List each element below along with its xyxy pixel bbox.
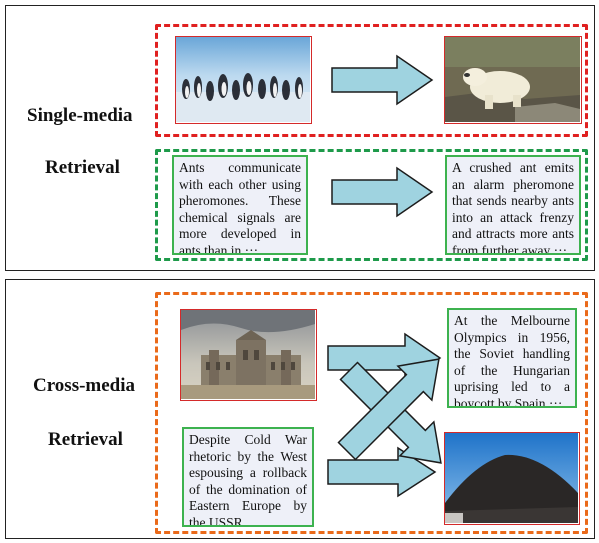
volcano-image <box>444 432 580 525</box>
volcano-icon <box>445 433 578 523</box>
retrieval-label-top: Retrieval <box>45 157 120 178</box>
retrieval-label-bottom: Retrieval <box>48 429 123 450</box>
arrow-diagonal-up-icon <box>337 358 440 461</box>
arrow-right-icon <box>327 446 437 498</box>
penguins-icon <box>176 37 310 122</box>
cross-media-label: Cross-media <box>33 375 136 396</box>
single-media-label: Single-media <box>27 105 133 126</box>
olympics-text: At the Melbourne Olympics in 1956, the S… <box>447 308 577 408</box>
arrow-right-icon <box>331 54 434 106</box>
arrow-right-icon <box>331 166 434 218</box>
ants-text-result: A crushed ant emits an alarm pheromone t… <box>445 155 581 255</box>
ants-text-query: Ants communicate with each other using p… <box>172 155 308 255</box>
cold-war-text: Despite Cold War rhetoric by the West es… <box>182 427 314 527</box>
penguins-image <box>175 36 312 124</box>
polar-bear-icon <box>445 37 580 122</box>
cross-media-group-box <box>155 292 588 534</box>
building-image <box>180 309 317 401</box>
single-text-group-box <box>155 149 588 261</box>
building-icon <box>181 310 315 399</box>
polar-bear-image <box>444 36 582 124</box>
single-image-group-box <box>155 24 588 137</box>
